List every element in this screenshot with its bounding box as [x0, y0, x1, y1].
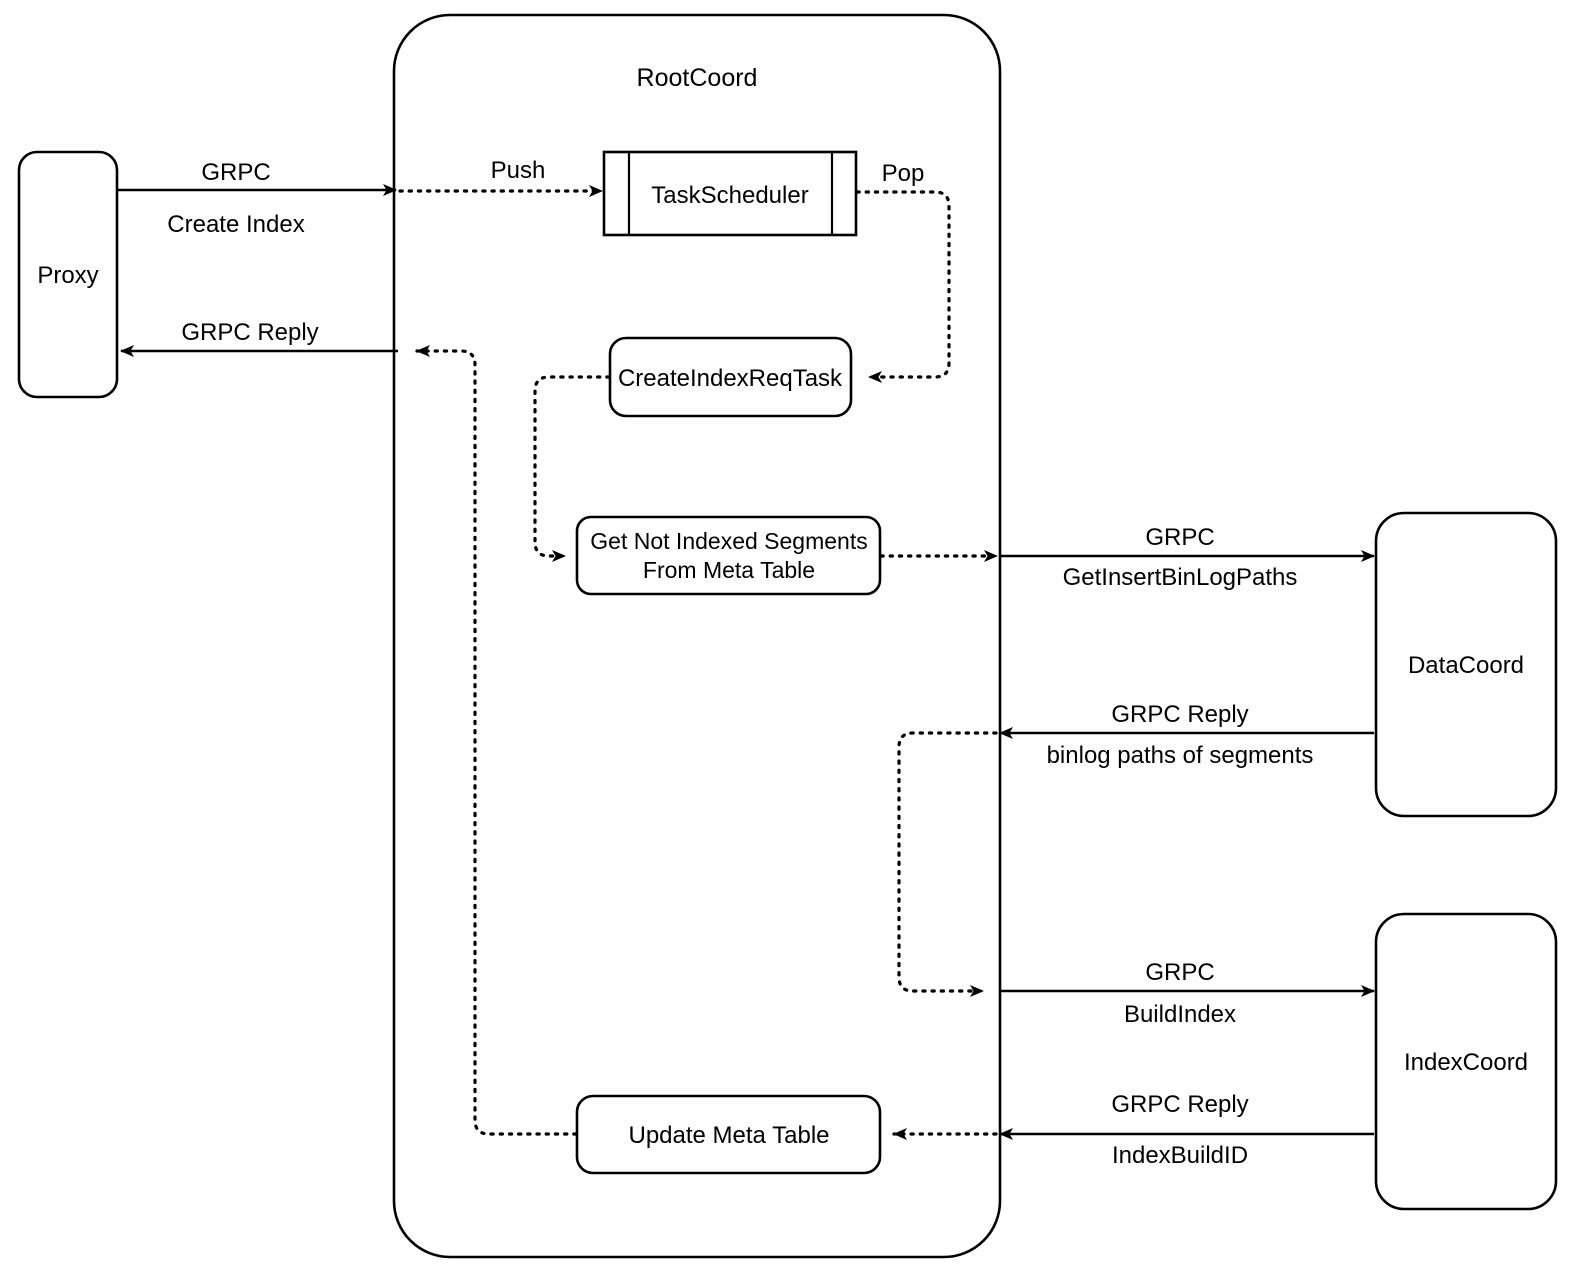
indexcoord-label: IndexCoord	[1404, 1049, 1528, 1076]
edge-rootcoord-to-proxy: GRPC Reply	[120, 319, 398, 357]
edge-binlogpaths-label-line2: binlog paths of segments	[1047, 742, 1314, 769]
edge-proxy-to-rootcoord-label-line1: GRPC	[201, 159, 270, 186]
edge-createindexreqtask-to-getnotindexed-path	[533, 375, 611, 562]
edge-binlog-loop-path	[897, 731, 998, 997]
container-rootcoord: RootCoord	[392, 13, 1002, 1259]
node-task-scheduler[interactable]: TaskScheduler	[602, 150, 858, 237]
edge-rootcoord-to-taskscheduler: Push	[398, 157, 604, 197]
get-not-indexed-segments-label-line1: Get Not Indexed Segments	[590, 528, 867, 554]
node-create-index-req-task[interactable]: CreateIndexReqTask	[608, 336, 853, 418]
edge-indexbuildid-label-line1: GRPC Reply	[1111, 1091, 1248, 1118]
edge-proxy-to-rootcoord: GRPC Create Index	[118, 159, 397, 238]
node-get-not-indexed-segments[interactable]: Get Not Indexed Segments From Meta Table	[575, 515, 882, 596]
rootcoord-label: RootCoord	[637, 64, 758, 92]
edge-pop-label: Pop	[882, 160, 925, 187]
rootcoord-boundary	[392, 13, 1002, 1259]
edge-datacoord-to-rootcoord: GRPC Reply binlog paths of segments	[999, 701, 1374, 769]
edge-getnotindexed-to-datacoord: GRPC GetInsertBinLogPaths	[999, 524, 1375, 591]
edge-createindexreqtask-to-getnotindexed	[533, 375, 611, 562]
task-scheduler-label: TaskScheduler	[651, 182, 808, 209]
edge-buildindex-label-line1: GRPC	[1145, 959, 1214, 986]
node-indexcoord[interactable]: IndexCoord	[1374, 912, 1558, 1211]
edge-indexcoord-to-rootcoord: GRPC Reply IndexBuildID	[999, 1091, 1374, 1169]
edge-grpcreply-label: GRPC Reply	[181, 319, 318, 346]
node-proxy[interactable]: Proxy	[17, 150, 119, 399]
update-meta-table-label: Update Meta Table	[628, 1122, 829, 1149]
proxy-box[interactable]	[17, 150, 119, 399]
edge-buildindex-label-line2: BuildIndex	[1124, 1001, 1236, 1028]
edge-indexbuildid-label-line2: IndexBuildID	[1112, 1142, 1248, 1169]
edge-push-label: Push	[491, 157, 546, 184]
edge-getinsertbinlogpaths-label-line2: GetInsertBinLogPaths	[1063, 564, 1298, 591]
edge-binlog-loop-to-buildindex	[897, 731, 998, 997]
datacoord-label: DataCoord	[1408, 652, 1524, 679]
get-not-indexed-segments-label-line2: From Meta Table	[643, 557, 815, 583]
edge-updatemetatable-riser-path	[415, 345, 578, 1136]
node-update-meta-table[interactable]: Update Meta Table	[575, 1094, 882, 1175]
create-index-req-task-label: CreateIndexReqTask	[618, 365, 843, 392]
edge-proxy-to-rootcoord-label-line2: Create Index	[167, 211, 304, 238]
task-scheduler-box[interactable]	[602, 150, 858, 237]
datacoord-box[interactable]	[1374, 511, 1558, 818]
indexcoord-box[interactable]	[1374, 912, 1558, 1211]
edge-getinsertbinlogpaths-label-line1: GRPC	[1145, 524, 1214, 551]
edge-rootcoord-to-indexcoord: GRPC BuildIndex	[999, 959, 1375, 1028]
node-datacoord[interactable]: DataCoord	[1374, 511, 1558, 818]
proxy-label: Proxy	[37, 262, 98, 289]
edge-pop-path	[855, 190, 951, 383]
edge-binlogpaths-label-line1: GRPC Reply	[1111, 701, 1248, 728]
edge-updatemetatable-to-grpcreply	[415, 345, 578, 1136]
edge-taskscheduler-to-createindexreqtask: Pop	[855, 160, 951, 383]
